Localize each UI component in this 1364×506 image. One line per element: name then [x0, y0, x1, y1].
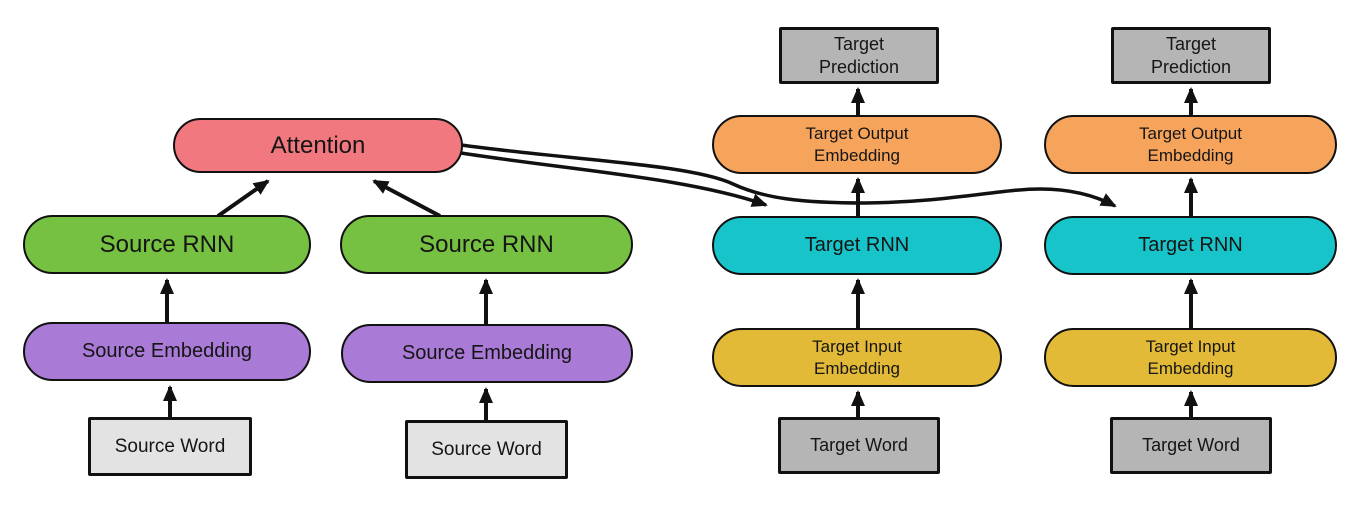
source-word-2-label: Source Word	[431, 438, 542, 460]
target-output-embedding-1: Target Output Embedding	[712, 115, 1002, 174]
target-input-embedding-1-line1: Target Input	[812, 337, 902, 357]
target-prediction-2: Target Prediction	[1111, 27, 1271, 84]
source-word-2: Source Word	[405, 420, 568, 479]
arrow-source-rnn-1-to-attention	[216, 179, 270, 218]
source-rnn-1: Source RNN	[23, 215, 311, 274]
target-rnn-2: Target RNN	[1044, 216, 1337, 275]
source-rnn-1-label: Source RNN	[99, 230, 235, 258]
target-output-embedding-1-line1: Target Output	[805, 124, 909, 144]
target-output-embedding-1-line2: Embedding	[813, 145, 900, 165]
target-prediction-1-line1: Target	[833, 34, 885, 54]
target-rnn-1: Target RNN	[712, 216, 1002, 275]
target-prediction-1: Target Prediction	[779, 27, 939, 84]
target-input-embedding-2-line1: Target Input	[1145, 337, 1236, 357]
target-word-1-label: Target Word	[810, 435, 908, 456]
target-input-embedding-2: Target Input Embedding	[1044, 328, 1337, 387]
target-word-2: Target Word	[1110, 417, 1272, 474]
source-word-1: Source Word	[88, 417, 252, 476]
target-word-1: Target Word	[778, 417, 940, 474]
target-prediction-2-line2: Prediction	[1150, 56, 1232, 77]
target-output-embedding-2-line1: Target Output	[1138, 124, 1242, 144]
source-embedding-1: Source Embedding	[23, 322, 311, 381]
source-embedding-2-label: Source Embedding	[401, 342, 573, 364]
target-input-embedding-1-line2: Embedding	[813, 358, 900, 378]
attention-label: Attention	[270, 131, 366, 159]
attention-node: Attention	[173, 118, 463, 173]
target-word-2-label: Target Word	[1142, 435, 1240, 456]
source-rnn-2: Source RNN	[340, 215, 633, 274]
arrow-source-rnn-2-to-attention	[372, 179, 441, 218]
source-embedding-2: Source Embedding	[341, 324, 633, 383]
source-rnn-2-label: Source RNN	[419, 230, 554, 258]
target-prediction-1-line2: Prediction	[818, 56, 900, 77]
source-word-1-label: Source Word	[114, 435, 226, 457]
attention-to-target-rnn-1-curve	[460, 151, 768, 207]
target-input-embedding-1: Target Input Embedding	[712, 328, 1002, 387]
source-embedding-1-label: Source Embedding	[81, 340, 253, 362]
attention-to-target-rnn-2-curve	[460, 143, 1117, 208]
target-output-embedding-2-line2: Embedding	[1147, 145, 1234, 165]
target-rnn-2-label: Target RNN	[1138, 234, 1243, 256]
target-output-embedding-2: Target Output Embedding	[1044, 115, 1337, 174]
target-prediction-2-line1: Target	[1165, 34, 1217, 54]
target-input-embedding-2-line2: Embedding	[1147, 358, 1234, 378]
target-rnn-1-label: Target RNN	[804, 234, 910, 256]
